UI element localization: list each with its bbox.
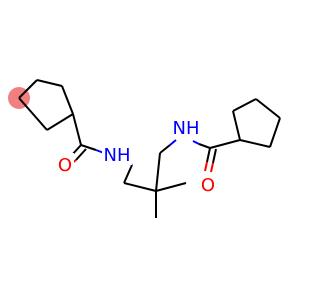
right-o-background bbox=[199, 173, 217, 195]
left-carbonyl-o-bond-b bbox=[75, 148, 87, 161]
right-ring-bond-1 bbox=[232, 110, 241, 141]
right-carbonyl-o-bond-a-colored bbox=[204, 161, 208, 172]
left-ch2-quaternary-bond bbox=[123, 182, 157, 192]
right-ring-bond-4 bbox=[269, 117, 281, 148]
right-carbonyl-o-bond-b-colored bbox=[210, 162, 214, 173]
left-ring-carbonyl-bond bbox=[72, 113, 82, 146]
left-nh-background bbox=[102, 143, 132, 165]
quaternary-methyl-right-bond bbox=[155, 182, 187, 192]
right-o-label: O bbox=[201, 175, 215, 196]
left-nh-label: NH bbox=[104, 145, 131, 166]
right-nh-background bbox=[171, 116, 201, 138]
right-nh-label: NH bbox=[173, 118, 200, 139]
right-n-carbonyl-bond-colored bbox=[192, 140, 200, 145]
left-n-ch2-bond bbox=[123, 164, 133, 184]
left-ring-bond-4 bbox=[46, 113, 74, 131]
right-ring-bond-3 bbox=[255, 98, 281, 119]
right-carbonyl-o-bond-a bbox=[206, 147, 211, 163]
left-ring-bond-5 bbox=[18, 97, 48, 131]
molecule-canvas: NH NH O O bbox=[8, 79, 281, 218]
right-ch2-n-bond-colored bbox=[169, 139, 177, 146]
left-carbonyl-n-bond bbox=[80, 144, 97, 151]
left-ring-bond-1 bbox=[18, 79, 38, 99]
right-ring-bond-2 bbox=[232, 98, 257, 112]
right-carbonyl-ring-bond bbox=[209, 139, 241, 149]
left-o-background bbox=[56, 153, 74, 175]
structure-diagram: NH NH O O bbox=[8, 79, 281, 218]
quaternary-right-ch2-bond bbox=[155, 152, 161, 192]
left-ring-bond-2 bbox=[36, 79, 63, 87]
right-ring-bond-5 bbox=[239, 139, 271, 148]
left-ring-bond-3 bbox=[61, 85, 74, 115]
right-n-carbonyl-bond bbox=[198, 143, 211, 149]
right-carbonyl-o-bond-b bbox=[212, 148, 217, 164]
left-o-label: O bbox=[58, 155, 72, 176]
right-ch2-n-bond bbox=[159, 144, 171, 154]
